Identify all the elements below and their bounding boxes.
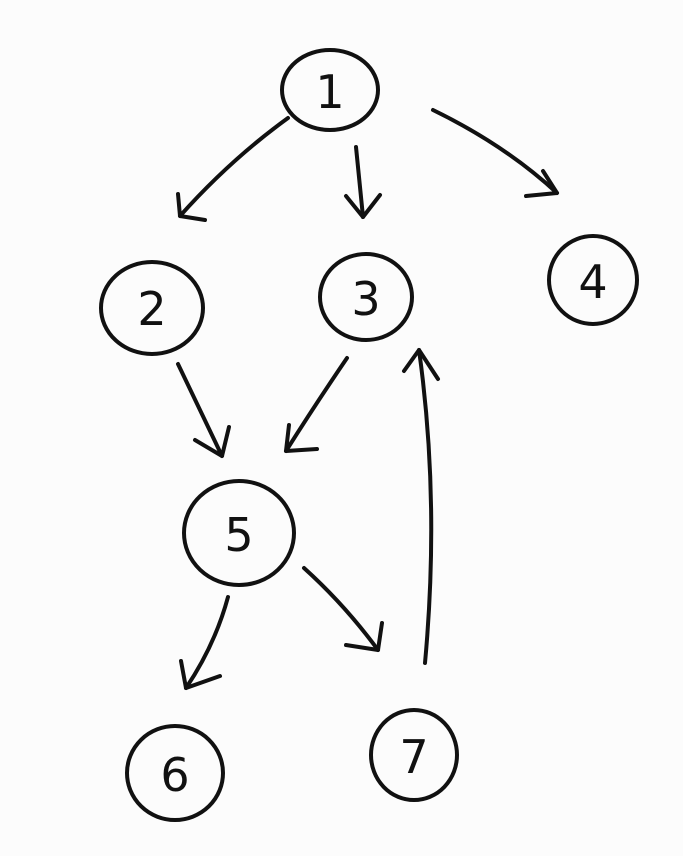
node-2-circle xyxy=(99,260,205,356)
edge-5-7 xyxy=(302,566,384,652)
node-7-circle xyxy=(369,708,459,802)
edge-3-5-arrowhead xyxy=(284,423,319,453)
edge-2-5-line xyxy=(176,362,224,458)
edge-1-4 xyxy=(431,108,559,198)
edge-7-3-arrowhead xyxy=(402,348,440,381)
node-3-label: 3 xyxy=(351,272,380,326)
edge-3-5-line xyxy=(284,356,349,453)
edge-2-5-arrowhead xyxy=(193,425,231,458)
node-1-circle xyxy=(280,48,380,132)
edge-5-7-arrowhead xyxy=(344,621,384,652)
edge-1-2-line xyxy=(178,116,290,218)
node-4-circle xyxy=(547,234,639,326)
edge-1-2 xyxy=(176,116,290,222)
node-2-label: 2 xyxy=(137,282,166,336)
node-5-label: 5 xyxy=(224,508,253,562)
edge-3-5 xyxy=(284,356,349,453)
node-6-label: 6 xyxy=(160,748,189,802)
node-2: 2 xyxy=(99,260,205,356)
edge-1-3-line xyxy=(354,145,365,219)
edge-5-6-line xyxy=(184,595,230,690)
node-7-label: 7 xyxy=(399,730,428,784)
edge-2-5 xyxy=(176,362,231,458)
node-1-label: 1 xyxy=(315,65,344,119)
edge-1-3-arrowhead xyxy=(344,193,382,219)
edge-1-3 xyxy=(344,145,382,219)
edge-1-4-line xyxy=(431,108,559,195)
node-6: 6 xyxy=(125,724,225,822)
edges-layer xyxy=(176,108,559,690)
edge-5-7-line xyxy=(302,566,380,652)
edge-7-3-line xyxy=(417,348,434,665)
edge-7-3 xyxy=(402,348,440,665)
node-1: 1 xyxy=(280,48,380,132)
node-7: 7 xyxy=(369,708,459,802)
edge-1-2-arrowhead xyxy=(176,192,207,222)
edge-5-6-arrowhead xyxy=(179,659,222,690)
node-4-label: 4 xyxy=(578,255,607,309)
node-3-circle xyxy=(318,252,414,342)
node-5: 5 xyxy=(182,479,296,587)
node-3: 3 xyxy=(318,252,414,342)
edge-5-6 xyxy=(179,595,230,690)
node-5-circle xyxy=(182,479,296,587)
edge-1-4-arrowhead xyxy=(524,169,559,198)
node-6-circle xyxy=(125,724,225,822)
node-4: 4 xyxy=(547,234,639,326)
